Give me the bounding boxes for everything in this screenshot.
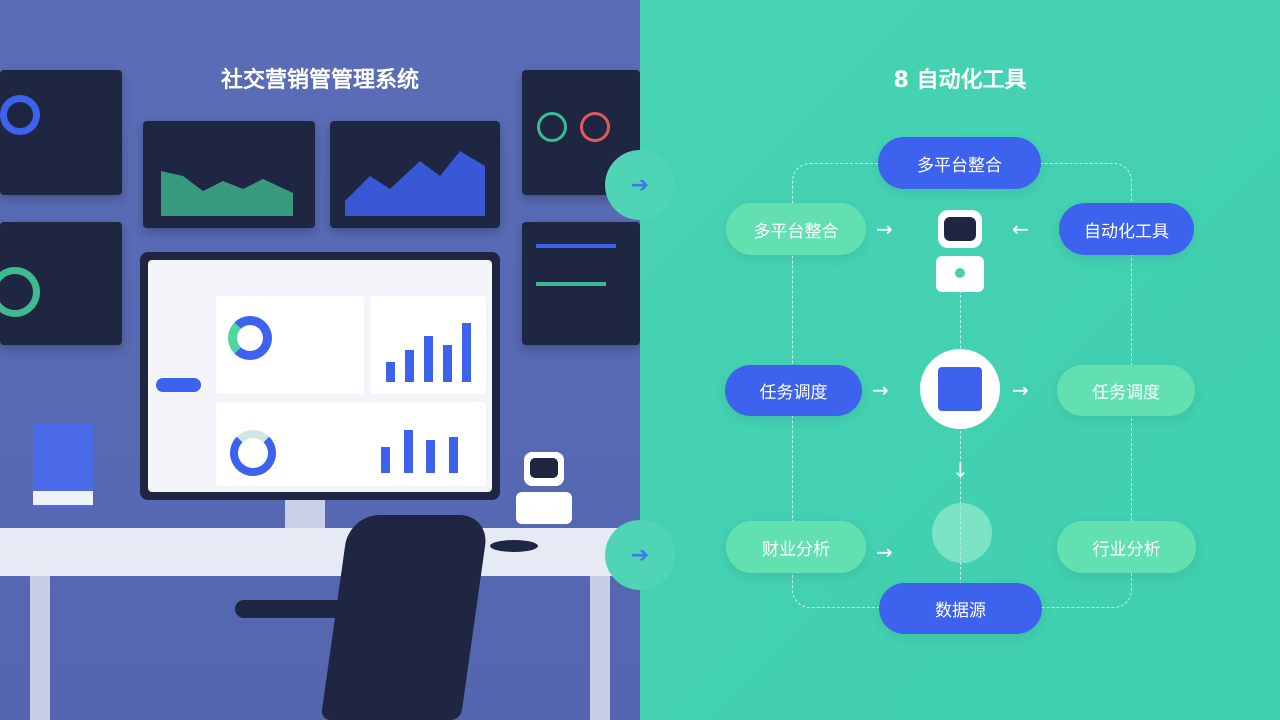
right-title-text: 自动化工具 xyxy=(916,68,1027,93)
node-left-1[interactable]: 多平台整合 xyxy=(726,203,866,255)
database-icon xyxy=(932,503,992,563)
node-left-2[interactable]: 任务调度 xyxy=(725,365,862,416)
screen-bar xyxy=(403,430,413,473)
document-icon xyxy=(920,349,1000,429)
wall-panel-1 xyxy=(0,70,122,195)
robot-icon xyxy=(930,200,990,292)
arrow-right-icon[interactable]: ➔ xyxy=(605,150,675,220)
screen-button xyxy=(156,378,201,392)
wall-panel-line-chart xyxy=(330,121,500,228)
node-top[interactable]: 多平台整合 xyxy=(878,137,1041,189)
wall-panel-4 xyxy=(522,222,640,345)
arrow-right-icon: → xyxy=(876,540,893,564)
screen-card-bars xyxy=(371,296,486,394)
monitor-stand xyxy=(285,500,325,532)
node-bottom[interactable]: 数据源 xyxy=(879,583,1042,634)
screen-bar xyxy=(386,362,395,382)
screen-card-donut xyxy=(216,296,364,394)
automation-diagram: 8 自动化工具 多平台整合 多平台整合 自动化工具 任务调度 任务调度 财业分析… xyxy=(640,0,1280,720)
wall-panel-area-chart xyxy=(143,121,315,228)
robot-icon xyxy=(512,440,576,526)
vertical-connector xyxy=(960,290,961,590)
screen-bar xyxy=(448,436,458,473)
screen-bar xyxy=(443,345,452,382)
office-scene: 社交营销管管理系统 xyxy=(0,0,640,720)
wall-panel-3 xyxy=(522,70,640,195)
node-right-1[interactable]: 自动化工具 xyxy=(1059,203,1194,255)
node-right-3[interactable]: 行业分析 xyxy=(1057,521,1196,573)
left-title: 社交营销管管理系统 xyxy=(220,68,419,93)
wall-panel-2 xyxy=(0,222,122,345)
screen-bar xyxy=(462,322,471,382)
node-left-3[interactable]: 财业分析 xyxy=(726,521,866,573)
screen-bar xyxy=(424,335,433,382)
monitor-screen xyxy=(148,260,492,492)
title-prefix: 8 xyxy=(893,68,909,93)
arrow-left-icon: ← xyxy=(1012,217,1029,241)
desk-leg xyxy=(30,576,50,720)
tablet xyxy=(33,423,93,508)
arrow-right-icon[interactable]: ➔ xyxy=(605,520,675,590)
monitor xyxy=(140,252,500,500)
screen-bar xyxy=(426,440,435,473)
mouse xyxy=(490,540,538,552)
right-title: 8 自动化工具 xyxy=(760,62,1160,94)
arrow-right-icon: → xyxy=(872,378,889,402)
node-right-2[interactable]: 任务调度 xyxy=(1057,365,1195,416)
arrow-right-icon: → xyxy=(876,217,893,241)
screen-bar xyxy=(405,350,414,382)
screen-card-bottom xyxy=(216,402,486,486)
desk xyxy=(0,528,620,576)
arrow-right-icon: → xyxy=(1012,378,1029,402)
chair-armrest xyxy=(235,600,355,618)
desk-leg xyxy=(590,576,610,720)
arrow-down-icon: ↓ xyxy=(952,458,969,482)
screen-bar xyxy=(381,446,390,473)
